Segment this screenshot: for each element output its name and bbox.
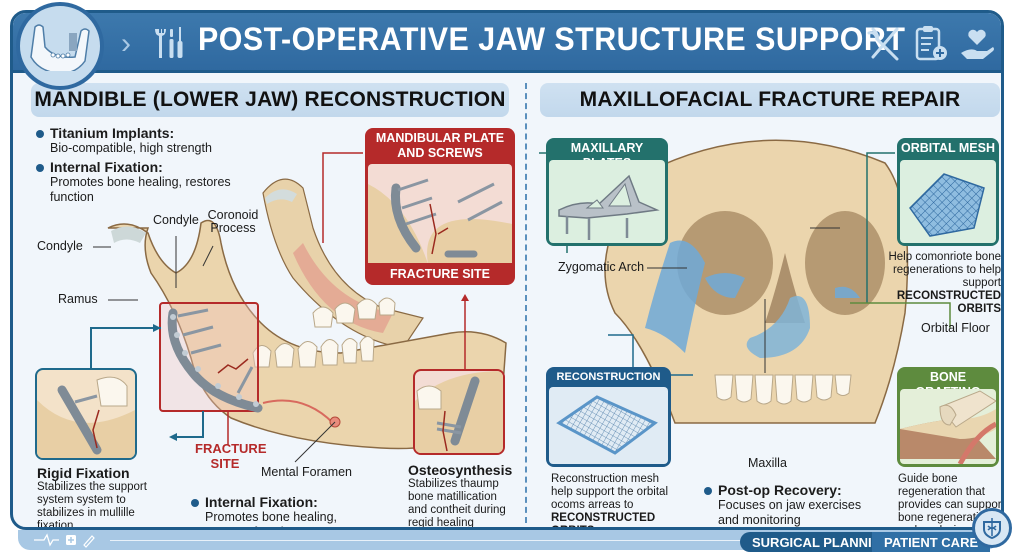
plate-screws-image bbox=[368, 164, 512, 264]
bullet-dot bbox=[36, 164, 44, 172]
caption-bone-grafting: Guide bone regeneration that provides ca… bbox=[898, 473, 1004, 527]
label-mental-foramen: Mental Foramen bbox=[261, 465, 353, 479]
footer-icons bbox=[34, 533, 95, 548]
callout-footer: FRACTURE SITE bbox=[390, 267, 490, 281]
tag-surgical-planning: SURGICAL PLANNING bbox=[740, 532, 904, 552]
section-divider bbox=[525, 83, 527, 523]
label-ramus: Ramus bbox=[58, 292, 98, 306]
bullet-post-op-recovery: Post-op Recovery: Focuses on jaw exercis… bbox=[704, 483, 868, 527]
orbital-implant-right bbox=[835, 286, 860, 298]
label-orbital-floor: Orbital Floor bbox=[921, 321, 990, 335]
surgical-instruments-icon bbox=[867, 27, 899, 61]
pen-icon bbox=[83, 535, 95, 548]
clipboard-plus-icon bbox=[915, 26, 947, 61]
inset-rigid-fixation bbox=[35, 368, 137, 460]
label-maxilla: Maxilla bbox=[748, 456, 787, 470]
zygomatic-implant bbox=[645, 240, 705, 353]
callout-orbital-mesh: ORBITAL MESH bbox=[897, 138, 999, 246]
bullet-internal-fixation-bottom: Internal Fixation: Promotes bone healing… bbox=[191, 495, 355, 527]
arrowhead bbox=[169, 433, 177, 441]
plate-callout-connector bbox=[322, 152, 363, 243]
caduceus-shield-icon bbox=[972, 508, 1012, 548]
caption-osteosynthesis: Osteosynthesis Stabilizes thaump bone ma… bbox=[408, 462, 513, 529]
footer-divider-line bbox=[110, 540, 740, 541]
inset-osteosynthesis bbox=[413, 369, 505, 455]
bullet-titanium-implants: Titanium Implants: Bio-compatible, high … bbox=[36, 126, 270, 156]
caption-orbital-mesh: Help comonriote bone regenerations to he… bbox=[888, 251, 1001, 315]
arrow-to-plate bbox=[90, 327, 161, 378]
right-orbit bbox=[805, 211, 885, 315]
maxillary-plate-image bbox=[549, 160, 665, 243]
far-condyle-cap bbox=[265, 189, 297, 204]
callout-title: MANDIBULAR PLATE AND SCREWS bbox=[375, 131, 505, 160]
skull-illustration bbox=[539, 139, 951, 424]
callout-bone-grafting: BONE GRAFTING bbox=[897, 367, 999, 467]
upper-teeth bbox=[714, 374, 852, 405]
nerve-canal bbox=[262, 399, 334, 424]
orbital-callout-connector bbox=[866, 152, 895, 303]
orbital-implant-left bbox=[705, 273, 745, 298]
header-bar: › POST-OPERATIVE JAW STRUCTURE SUPPORT bbox=[13, 13, 1001, 73]
titanium-plate bbox=[167, 308, 263, 413]
arrowhead bbox=[153, 324, 161, 332]
chevron-right-icon: › bbox=[121, 27, 131, 60]
bullet-dot bbox=[36, 130, 44, 138]
label-condyle-top: Condyle bbox=[153, 213, 199, 227]
section-banner-maxillofacial: MAXILLOFACIAL FRACTURE REPAIR bbox=[540, 83, 1000, 117]
footer-bar: SURGICAL PLANNING PATIENT CARE bbox=[10, 530, 1004, 552]
callout-maxillary-plates: MAXILLARY PLATES bbox=[546, 138, 668, 246]
left-orbit bbox=[677, 211, 773, 315]
caption-reconstruction-mesh: Reconstruction mesh help support the orb… bbox=[551, 473, 668, 527]
surgical-tools-icon bbox=[155, 27, 183, 58]
caption-rigid-fixation: Rigid Fixation Stabilizes the support sy… bbox=[37, 465, 147, 530]
fracture-site-box bbox=[159, 302, 259, 412]
reconstruction-mesh-image bbox=[549, 387, 668, 464]
plate-screw-holes bbox=[170, 314, 259, 407]
label-coronoid-process: Coronoid Process bbox=[207, 208, 259, 235]
label-condyle-left: Condyle bbox=[37, 239, 83, 253]
infographic-frame: › POST-OPERATIVE JAW STRUCTURE SUPPORT M bbox=[10, 10, 1004, 530]
bullet-dot bbox=[704, 487, 712, 495]
mandible-icon bbox=[16, 2, 104, 90]
callout-mandibular-plate: MANDIBULAR PLATE AND SCREWS FRACTURE SIT… bbox=[365, 128, 515, 285]
mandible-illustration bbox=[90, 152, 507, 463]
arrow-to-rigid-fixation bbox=[173, 411, 204, 438]
label-zygomatic-arch: Zygomatic Arch bbox=[558, 260, 645, 274]
label-leaders bbox=[93, 236, 336, 463]
page-title: POST-OPERATIVE JAW STRUCTURE SUPPORT bbox=[198, 21, 906, 57]
section-banner-mandible: MANDIBLE (LOWER JAW) RECONSTRUCTION bbox=[31, 83, 509, 117]
callout-reconstruction-mesh: RECONSTRUCTION MESH bbox=[546, 367, 671, 467]
plate-screws bbox=[177, 308, 254, 394]
fracture-line bbox=[217, 358, 249, 374]
maxilla-mesh-implant bbox=[746, 296, 810, 358]
bullet-dot bbox=[191, 499, 199, 507]
label-fracture-site: FRACTURE SITE bbox=[195, 441, 267, 471]
callout-title: ORBITAL MESH bbox=[901, 141, 995, 155]
bone-graft-image bbox=[900, 389, 998, 466]
orbital-mesh-image bbox=[900, 160, 996, 243]
bullet-internal-fixation: Internal Fixation: Promotes bone healing… bbox=[36, 160, 260, 205]
tag-patient-care: PATIENT CARE bbox=[872, 532, 991, 552]
grafting-callout-connector bbox=[850, 302, 951, 328]
heart-hand-icon bbox=[961, 29, 994, 59]
skull-label-leaders bbox=[647, 227, 840, 373]
heartbeat-icon bbox=[34, 533, 59, 547]
condyle-cap bbox=[111, 226, 146, 243]
